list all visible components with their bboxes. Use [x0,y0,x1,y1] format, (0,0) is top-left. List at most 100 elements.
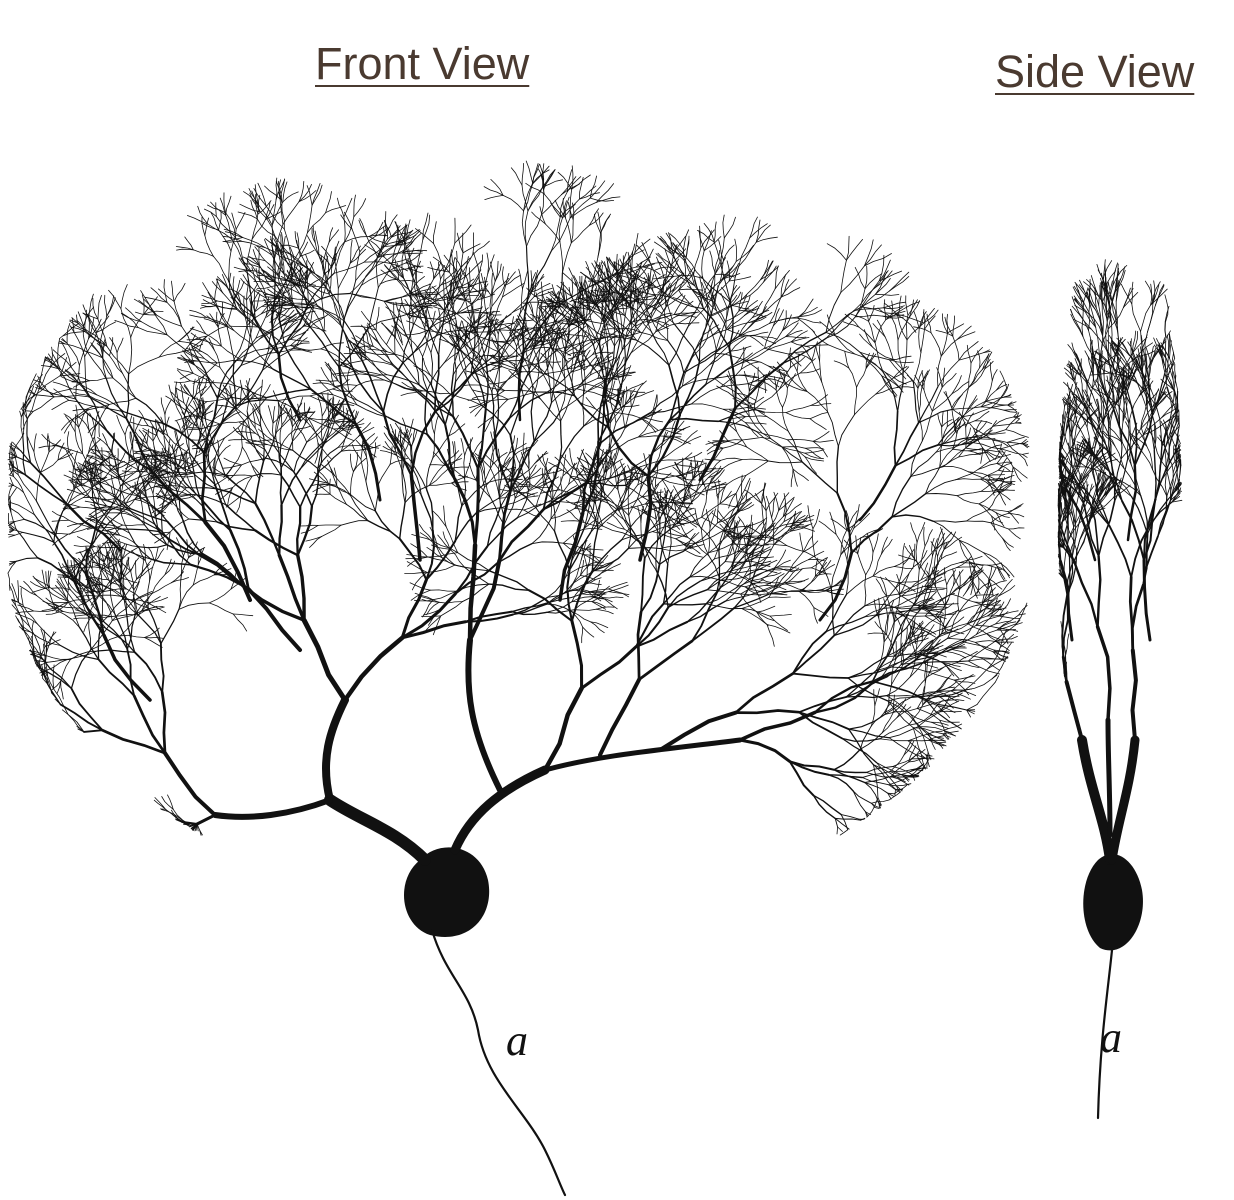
dendrite-branch [840,814,860,820]
dendrite-branch [471,343,506,375]
dendrite-branch [384,211,387,233]
dendrite-branch [96,343,110,357]
dendrite-branch [702,275,711,293]
dendrite-branch [400,578,428,640]
dendrite-branch [92,405,125,413]
dendrite-branch [246,378,251,400]
dendrite-branch [550,326,562,345]
dendrite-branch [112,377,137,399]
dendrite-branch [534,335,553,347]
dendrite-branch [457,288,472,305]
dendrite-branch [384,265,399,280]
dendrite-branch [652,394,658,415]
dendrite-branch [660,431,667,450]
dendrite-branch [188,417,199,438]
dendrite-branch [88,404,110,411]
dendrite-branch [312,382,335,387]
dendrite-branch [608,588,629,598]
dendrite-branch [214,299,228,326]
dendrite-branch [588,591,602,602]
dendrite-branch [480,404,512,436]
dendrite-branch [147,425,169,437]
dendrite-branch [267,444,294,451]
dendrite-branch [98,404,110,423]
dendrite-branch [756,605,776,613]
dendrite-branch [519,491,537,508]
dendrite-branch [409,582,431,591]
dendrite-branch [96,315,110,333]
dendrite-branch [286,407,293,427]
dendrite-branch [279,309,295,323]
dendrite-branch [658,524,667,566]
dendrite-branch [809,412,829,420]
dendrite-branch [585,397,596,410]
dendrite-branch [277,296,287,317]
dendrite-branch [109,355,123,374]
dendrite-branch [358,373,385,381]
dendrite-branch [289,323,306,340]
dendrite-branch [766,624,791,634]
dendrite-branch [628,466,633,489]
dendrite-branch [139,436,149,449]
dendrite-branch [304,402,308,423]
trunk-right-out [542,737,743,773]
dendrite-branch [590,508,618,534]
dendrite-branch [161,422,206,454]
dendrite-branch [530,270,533,291]
dendrite-branch [171,391,185,404]
dendrite-branch [118,541,140,548]
dendrite-branch [738,335,762,338]
dendrite-branch [272,422,275,447]
dendrite-branch [153,799,167,810]
dendrite-branch [340,435,359,452]
dendrite-branch [126,648,136,697]
dendrite-branch [595,608,614,615]
dendrite-branch [791,630,827,675]
dendrite-branch [382,362,404,413]
dendrite-branch [17,580,20,603]
dendrite-branch [404,433,413,452]
dendrite-branch [70,589,88,608]
dendrite-branch [327,482,350,494]
dendrite-branch [299,524,319,527]
dendrite-branch [463,454,466,479]
dendrite-branch [291,426,294,451]
dendrite-branch [104,498,132,510]
dendrite-branch [533,410,562,443]
front-view-neuron [7,160,1030,1197]
dendrite-branch [554,344,572,350]
dendrite-branch [304,284,319,307]
dendrite-branch [672,274,680,293]
dendrite-branch [173,449,180,474]
dendrite-branch [874,621,887,635]
dendrite-branch [132,694,167,755]
dendrite-branch [282,316,292,334]
dendrite-branch [482,342,500,353]
dendrite-branch [172,502,190,520]
dendrite-branch [413,365,431,376]
dendrite-branch [168,456,193,466]
dendrite-branch [95,487,116,496]
dendrite-branch [684,458,705,463]
dendrite-branch [709,250,716,273]
dendrite-branch [122,574,135,591]
dendrite-branch [488,570,530,592]
dendrite-branch [201,351,218,364]
dendrite-branch [431,286,448,308]
dendrite-branch [451,253,457,275]
dendrite-branch [90,614,112,617]
dendrite-branch [32,396,55,412]
dendrite-branch [372,345,394,365]
dendrite-branch [554,352,566,379]
dendrite-branch [748,331,769,337]
dendrite-branch [497,319,518,331]
dendrite-branch [765,495,772,518]
dendrite-branch [105,523,130,534]
dendrite-branch [154,546,159,562]
dendrite-branch [261,338,281,371]
dendrite-branch [130,508,169,523]
dendrite-branch [573,596,595,611]
dendrite-branch [418,384,454,418]
dendrite-branch [180,820,199,826]
